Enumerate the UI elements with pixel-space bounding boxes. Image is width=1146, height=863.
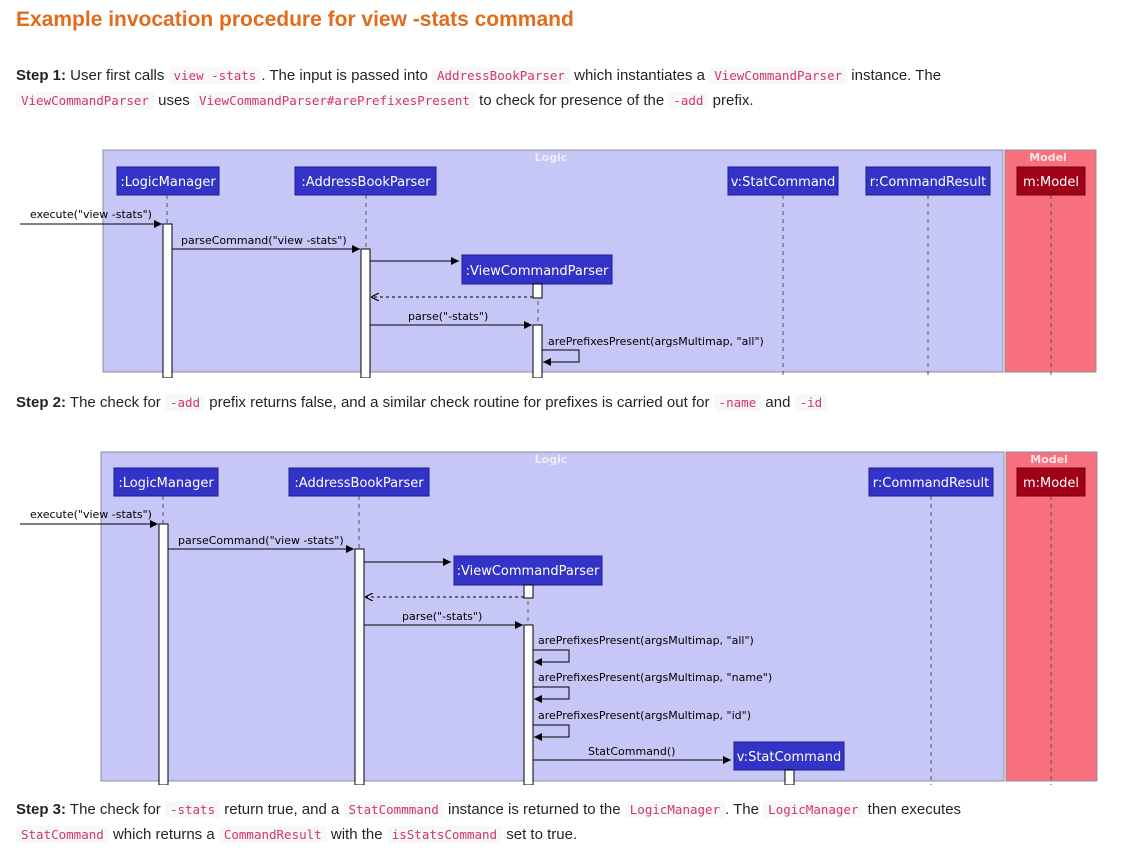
participant-model [1016, 467, 1086, 497]
participant-address-book-parser [288, 467, 430, 497]
activation-view-command-parser-create [532, 283, 543, 299]
step1-paragraph: Step 1: User first calls view -stats. Th… [16, 63, 1126, 113]
participant-stat-command-label: v:StatCommand [731, 175, 836, 190]
logic-boundary-label: Logic [535, 453, 568, 466]
logic-boundary-label: Logic [535, 151, 568, 164]
step3-text: . The [725, 801, 764, 818]
activation-view-command-parser-parse [523, 624, 534, 785]
sequence-diagram-2: Logic Model :LogicManager :AddressBookPa… [20, 451, 1098, 785]
step1-text: . The input is passed into [261, 67, 432, 84]
participant-address-book-parser-label: :AddressBookParser [301, 175, 431, 190]
activation-view-command-parser-parse [532, 324, 543, 378]
message-stat-command-ctor-label: StatCommand() [588, 745, 675, 758]
code-span: StatCommmand [343, 801, 444, 818]
code-span: -name [713, 394, 762, 411]
step3-text: set to true. [502, 826, 578, 843]
code-span: ViewCommandParser [16, 92, 154, 109]
self-call-all-label: arePrefixesPresent(argsMultimap, "all") [548, 335, 764, 348]
code-span: StatCommand [16, 826, 109, 843]
participant-command-result [868, 467, 994, 497]
activation-view-command-parser-create [523, 584, 534, 599]
message-parse-label: parse("-stats") [402, 610, 482, 623]
message-execute-label: execute("view -stats") [30, 508, 152, 521]
self-call-id-label: arePrefixesPresent(argsMultimap, "id") [538, 709, 751, 722]
step2-paragraph: Step 2: The check for -add prefix return… [16, 390, 1126, 415]
sequence-diagram-1: Logic Model :LogicManager :AddressBookPa… [20, 149, 1097, 378]
participant-logic-manager-label: :LogicManager [120, 175, 216, 190]
participant-stat-command-label: v:StatCommand [737, 750, 842, 765]
step3-text: then executes [863, 801, 962, 818]
step3-text: with the [326, 826, 387, 843]
step1-text: to check for presence of the [474, 92, 669, 109]
code-span: LogicManager [763, 801, 864, 818]
self-call-name-label: arePrefixesPresent(argsMultimap, "name") [538, 671, 772, 684]
step3-text: instance is returned to the [443, 801, 625, 818]
code-span: ViewCommandParser#arePrefixesPresent [193, 92, 475, 109]
code-span: -add [668, 92, 709, 109]
logic-boundary [100, 451, 1005, 782]
message-parse-command-label: parseCommand("view -stats") [178, 534, 344, 547]
self-call-name-arrow [533, 686, 570, 703]
participant-model-label: m:Model [1023, 476, 1079, 491]
activation-address-book-parser [354, 548, 365, 785]
self-call-all-arrow [533, 649, 570, 666]
activation-logic-manager [158, 523, 169, 785]
activation-stat-command [784, 769, 795, 785]
participant-address-book-parser [294, 166, 437, 196]
message-parse-command-label: parseCommand("view -stats") [181, 234, 347, 247]
step2-text: and [761, 394, 795, 411]
step2-label: Step 2: [16, 394, 67, 411]
participant-command-result-label: r:CommandResult [873, 476, 989, 491]
participant-logic-manager [116, 166, 220, 196]
participant-model [1016, 166, 1086, 196]
step1-text: prefix. [708, 92, 754, 109]
code-span: AddressBookParser [432, 67, 570, 84]
step3-paragraph: Step 3: The check for -stats return true… [16, 797, 1126, 847]
code-span: view -stats [168, 67, 262, 84]
participant-command-result-label: r:CommandResult [870, 175, 986, 190]
participant-stat-command [733, 741, 845, 771]
code-span: isStatsCommand [386, 826, 503, 843]
step2-text: The check for [66, 394, 165, 411]
participant-command-result [865, 166, 991, 196]
message-execute-label: execute("view -stats") [30, 208, 152, 221]
step1-text: uses [153, 92, 194, 109]
participant-stat-command [727, 166, 839, 196]
self-call-all-label: arePrefixesPresent(argsMultimap, "all") [538, 634, 754, 647]
code-span: CommandResult [218, 826, 327, 843]
participant-logic-manager-label: :LogicManager [118, 476, 214, 491]
step1-text: which instantiates a [569, 67, 710, 84]
step3-text: The check for [66, 801, 165, 818]
code-span: LogicManager [624, 801, 726, 818]
message-parse-label: parse("-stats") [408, 310, 488, 323]
step3-label: Step 3: [16, 801, 67, 818]
participant-view-command-parser-label: :ViewCommandParser [466, 264, 609, 279]
participant-model-label: m:Model [1023, 175, 1079, 190]
step3-text: which returns a [108, 826, 219, 843]
code-span: ViewCommandParser [709, 67, 848, 84]
step1-text: instance. The [847, 67, 942, 84]
model-boundary-label: Model [1030, 453, 1068, 466]
activation-address-book-parser [360, 248, 371, 378]
step2-text: prefix returns false, and a similar chec… [205, 394, 714, 411]
self-call-all-arrow [542, 349, 580, 366]
page-title: Example invocation procedure for view -s… [16, 8, 574, 31]
step3-text: return true, and a [220, 801, 344, 818]
code-span: -stats [164, 801, 221, 818]
activation-logic-manager [162, 223, 173, 378]
step1-text: User first calls [66, 67, 169, 84]
code-span: -id [794, 394, 828, 411]
self-call-id-arrow [533, 724, 570, 741]
participant-address-book-parser-label: :AddressBookParser [294, 476, 424, 491]
participant-logic-manager [113, 467, 219, 497]
participant-view-command-parser-label: :ViewCommandParser [457, 564, 600, 579]
model-boundary-label: Model [1029, 151, 1067, 164]
step1-label: Step 1: [16, 67, 67, 84]
participant-view-command-parser [453, 555, 603, 586]
code-span: -add [164, 394, 206, 411]
